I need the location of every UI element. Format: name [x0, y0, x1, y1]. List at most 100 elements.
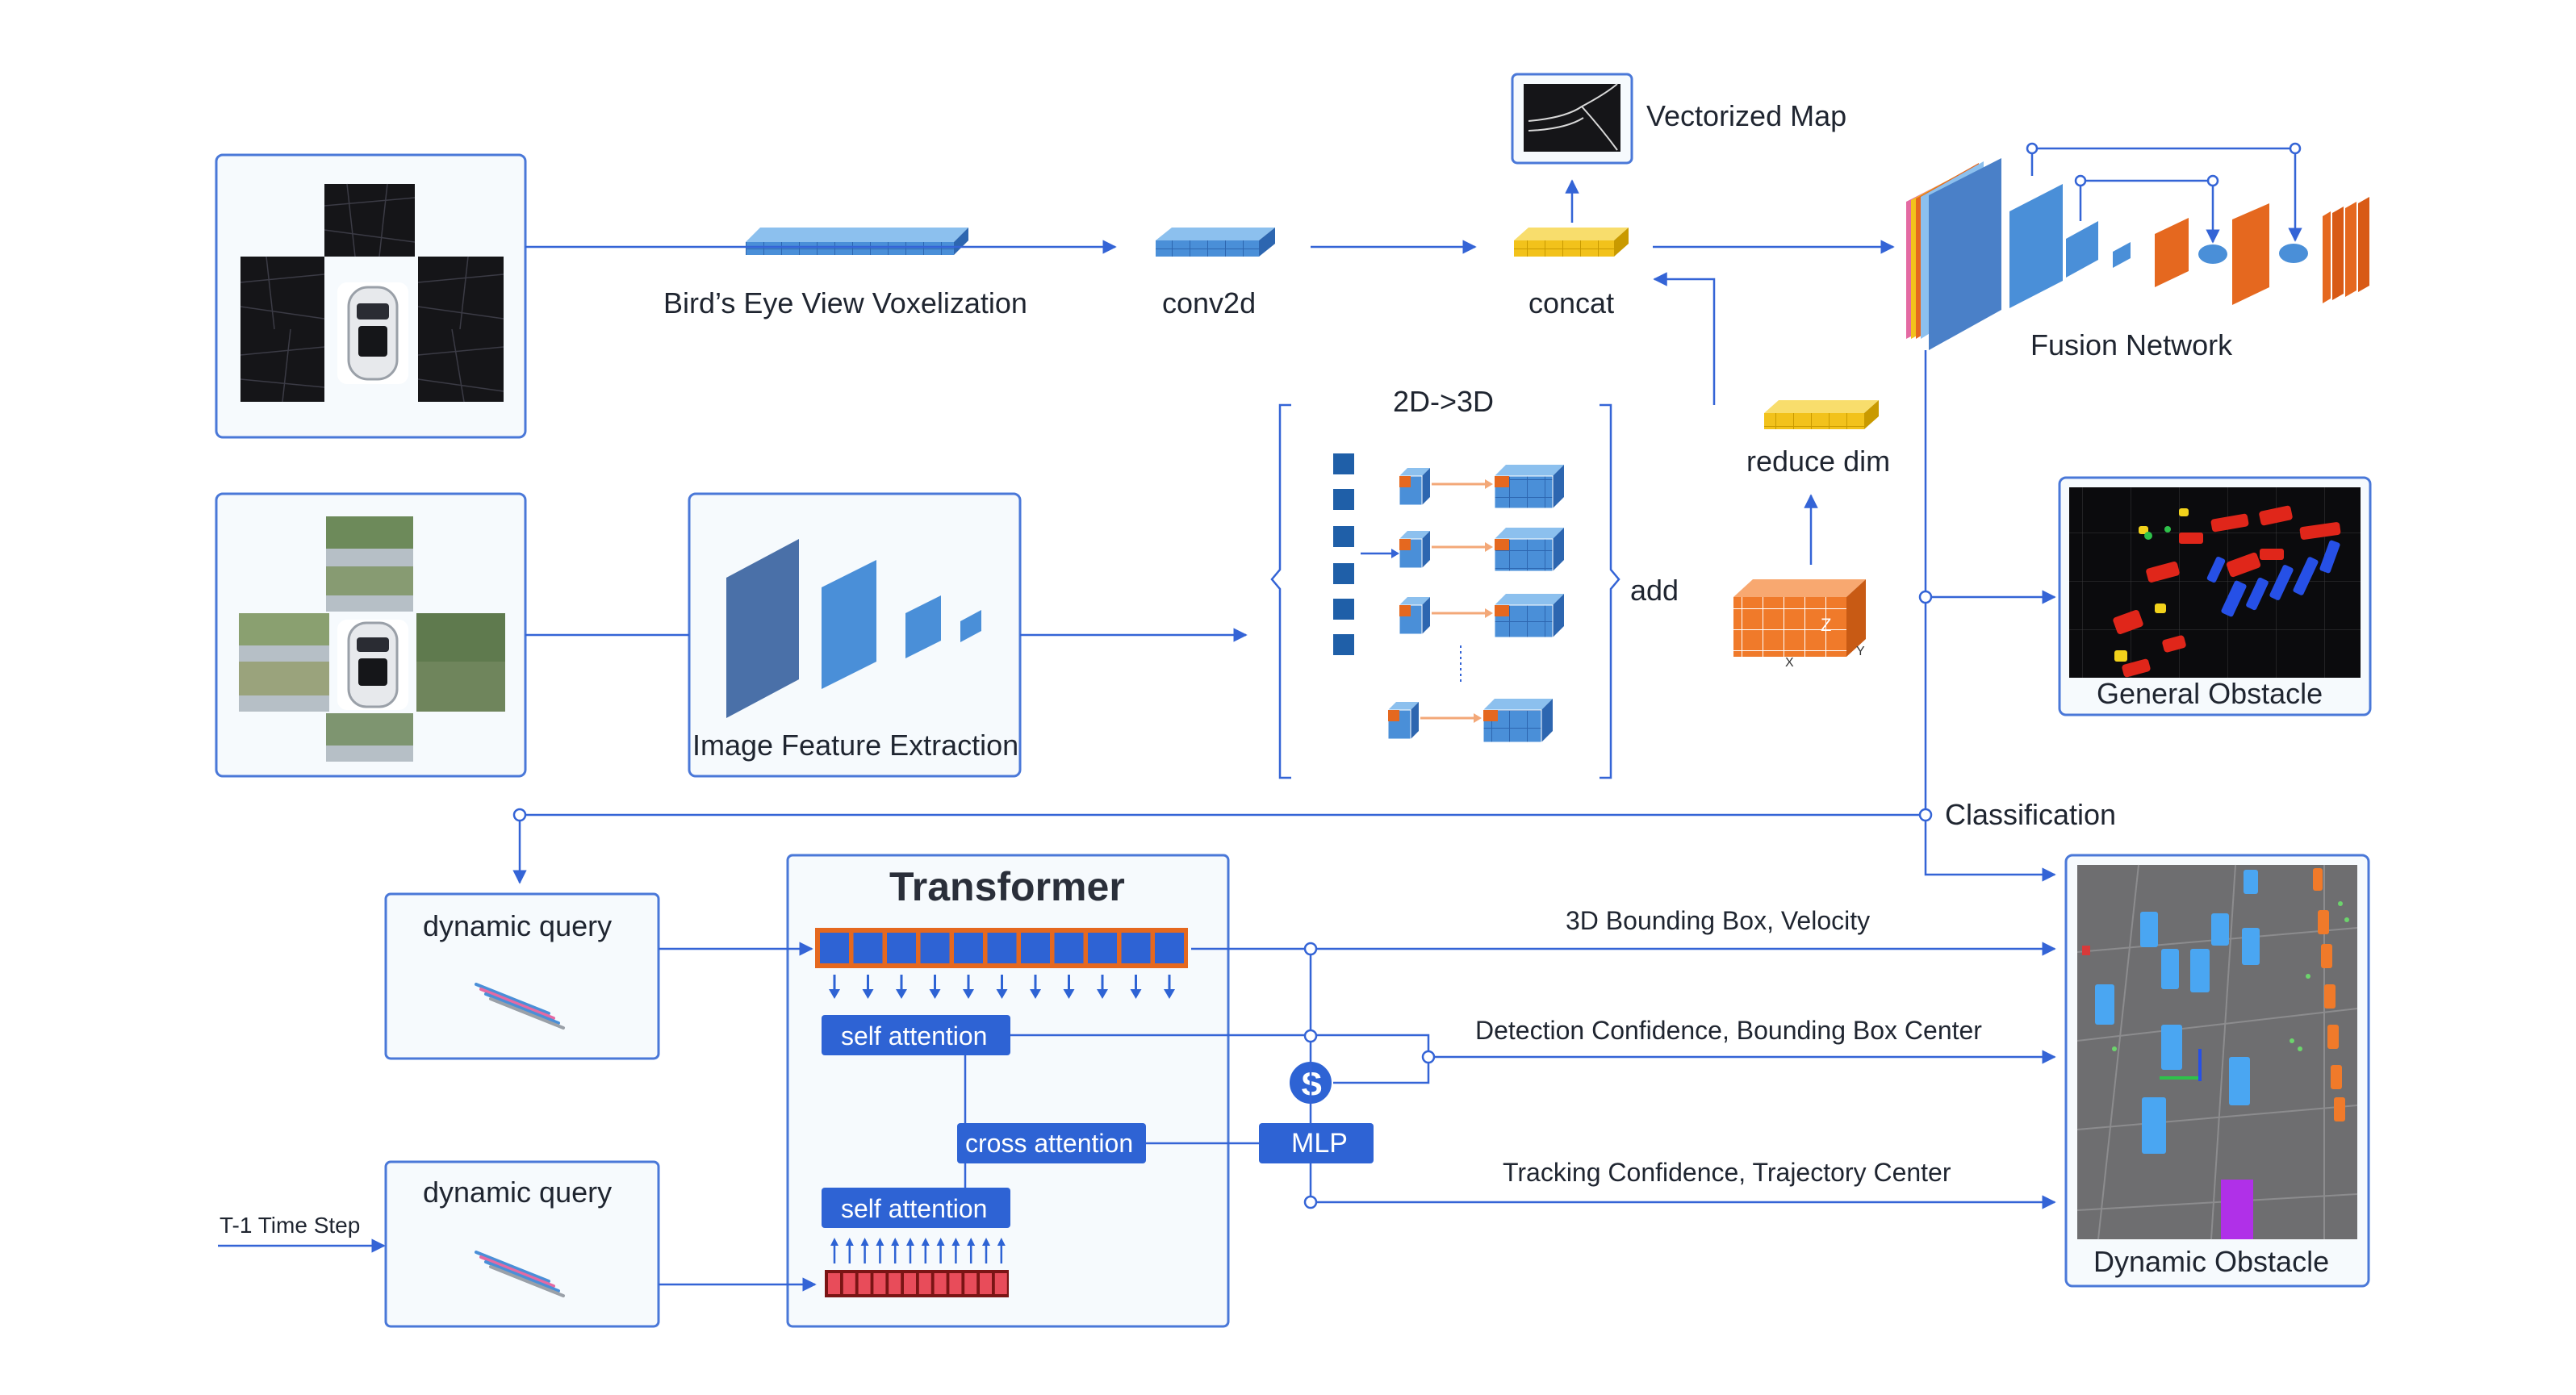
query-token	[987, 933, 1017, 963]
junction-dots	[512, 590, 1933, 1209]
up-arrowhead	[982, 1238, 990, 1246]
cross-attention-box	[957, 1123, 1146, 1163]
history-token	[858, 1273, 871, 1294]
history-token	[904, 1273, 916, 1294]
down-arrowhead	[1130, 989, 1142, 999]
up-arrowhead	[936, 1238, 945, 1246]
down-arrowhead	[896, 989, 907, 999]
lift-target-volume	[1553, 528, 1564, 571]
up-arrowhead	[921, 1238, 930, 1246]
lift-source-cube	[1399, 597, 1430, 605]
skip-connections	[2026, 142, 2302, 244]
up-arrowhead	[967, 1238, 976, 1246]
query-token	[954, 933, 983, 963]
self-attention-bottom-label: self attention	[841, 1194, 987, 1223]
dynamic-obstacle-panel	[2064, 854, 2370, 1288]
dynamic-query-top-panel	[384, 892, 660, 1060]
down-arrowhead	[1164, 989, 1175, 999]
lift-label: 2D->3D	[1393, 385, 1494, 418]
volume-axis-x: X	[1785, 656, 1794, 670]
down-arrowhead	[1030, 989, 1041, 999]
reduce-dim-grid	[1764, 400, 1879, 429]
query-token	[1088, 933, 1117, 963]
up-arrowhead	[876, 1238, 884, 1246]
lift-target-volume	[1553, 594, 1564, 637]
down-arrowhead	[1063, 989, 1075, 999]
lift-target-volume	[1541, 699, 1553, 742]
lift-source-highlight	[1399, 476, 1411, 487]
classification-label: Classification	[1945, 798, 2116, 831]
volume-axis-y: Y	[1856, 645, 1865, 658]
query-token	[1054, 933, 1084, 963]
up-arrowhead	[891, 1238, 900, 1246]
lift-source-cube	[1422, 597, 1430, 634]
query-token	[1121, 933, 1151, 963]
image-feature-extraction-panel	[688, 492, 1022, 778]
conv2d-grid	[1156, 228, 1275, 257]
tracking-label: Tracking Confidence, Trajectory Center	[1503, 1158, 1951, 1187]
dynamic-query-bottom-label: dynamic query	[423, 1176, 612, 1209]
lift-source-cube	[1399, 468, 1430, 476]
sigmoid-label: S	[1301, 1067, 1323, 1102]
camera-input-panel	[215, 492, 527, 778]
general-obstacle-panel	[2058, 476, 2372, 716]
history-token	[949, 1273, 962, 1294]
query-token	[853, 933, 883, 963]
down-arrowhead	[862, 989, 874, 999]
dynamic-query-top-label: dynamic query	[423, 909, 612, 942]
lift-target-highlight	[1495, 539, 1509, 550]
mlp-box	[1259, 1123, 1374, 1163]
transformer-title: Transformer	[889, 864, 1125, 909]
query-token	[1021, 933, 1050, 963]
lift-target-volume	[1483, 699, 1553, 710]
query-token	[887, 933, 916, 963]
lift-input-arrowhead	[1391, 549, 1399, 558]
time-step-label: T-1 Time Step	[220, 1213, 360, 1238]
up-arrowhead	[951, 1238, 960, 1246]
history-token	[828, 1273, 840, 1294]
lift-target-volume	[1495, 528, 1564, 539]
mlp-label: MLP	[1291, 1128, 1348, 1159]
lift-source-cube	[1422, 468, 1430, 505]
fusion-network	[1906, 158, 2369, 350]
lift-arrowhead	[1485, 542, 1493, 552]
add-label: add	[1630, 574, 1679, 607]
dynamic-obstacle-label: Dynamic Obstacle	[2093, 1245, 2329, 1278]
vectorized-map-panel	[1511, 73, 1633, 165]
vectorized-map-label: Vectorized Map	[1646, 99, 1846, 132]
lift-target-volume	[1553, 465, 1564, 508]
down-arrowhead	[829, 989, 840, 999]
up-arrowhead	[906, 1238, 914, 1246]
transformer-panel	[786, 854, 1230, 1328]
lift-target-volume	[1495, 465, 1564, 476]
general-obstacle-label: General Obstacle	[2097, 677, 2323, 710]
dynamic-query-bottom-panel	[384, 1160, 660, 1328]
self-attention-bottom-box	[822, 1188, 1010, 1228]
lift-target-volume	[1495, 594, 1564, 605]
3d-feature-volume	[1733, 579, 1866, 657]
query-token	[920, 933, 950, 963]
history-token	[873, 1273, 886, 1294]
history-token	[889, 1273, 901, 1294]
query-token	[1155, 933, 1184, 963]
history-token	[964, 1273, 977, 1294]
lift-arrowhead	[1485, 479, 1493, 489]
history-token	[994, 1273, 1007, 1294]
history-token	[843, 1273, 855, 1294]
history-token	[980, 1273, 992, 1294]
lift-target-highlight	[1495, 476, 1509, 487]
lift-arrowhead	[1485, 608, 1493, 618]
cross-attention-label: cross attention	[965, 1129, 1133, 1158]
lift-source-cube	[1399, 531, 1430, 539]
volume-axis-z: Z	[1821, 615, 1831, 635]
reduce-dim-label: reduce dim	[1746, 445, 1890, 478]
lift-2d-to-3d-block	[1270, 403, 1620, 779]
down-arrowhead	[929, 989, 941, 999]
concat-grid	[1514, 228, 1629, 257]
lift-source-cube	[1388, 702, 1419, 710]
up-arrowhead	[845, 1238, 854, 1246]
conv2d-label: conv2d	[1162, 286, 1256, 320]
lift-target-highlight	[1495, 605, 1509, 616]
voxelization-label: Bird’s Eye View Voxelization	[663, 286, 1027, 320]
